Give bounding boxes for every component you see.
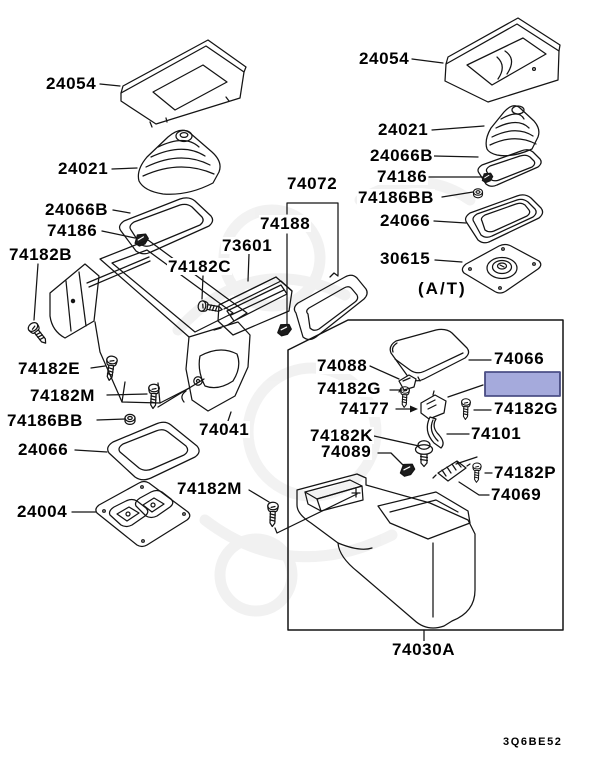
part-label-74101[interactable]: 74101 [470,424,523,443]
at-transmission-note: (A/T) [417,279,468,298]
screw-74182b-drawing [25,320,51,347]
screw-74182m-box-drawing [266,501,279,528]
lid-74066-drawing [389,328,470,382]
part-label-74182b[interactable]: 74182B [8,245,74,264]
console-mt-drawing [49,239,248,404]
clip-74089-drawing [397,461,417,478]
gasket-24066-at-drawing [464,194,544,244]
clip-74188-drawing [275,321,293,338]
bezel-74072-drawing [293,272,368,341]
part-label-74182g-left[interactable]: 74182G [316,379,383,398]
part-label-74069[interactable]: 74069 [490,485,543,504]
boot-24021-at-drawing [485,105,540,157]
part-label-24066-mt[interactable]: 24066 [17,440,70,459]
selected-part-highlight [484,371,561,397]
strap-74101-drawing [426,416,444,449]
diagram-code: 3Q6BE52 [502,736,564,748]
part-label-74177[interactable]: 74177 [338,399,391,418]
part-label-24021-mt[interactable]: 24021 [57,159,110,178]
part-label-74182m-box[interactable]: 74182M [176,479,244,498]
gasket-24066b-at-drawing [477,149,542,187]
part-label-74182g-right[interactable]: 74182G [493,399,560,418]
screw-74182p-drawing [471,462,482,484]
part-label-24021-at[interactable]: 24021 [377,120,430,139]
console-74030a-drawing [296,473,476,629]
part-label-24054-mt[interactable]: 24054 [45,74,98,93]
at-boot-30615-drawing [461,243,542,294]
part-label-74182e[interactable]: 74182E [17,359,82,378]
gasket-24066b-mt-drawing [118,197,214,255]
part-label-74182k[interactable]: 74182K [309,426,375,445]
screw-74182g-right-drawing [460,398,472,421]
part-label-74186bb-mt[interactable]: 74186BB [6,411,85,430]
boot-plate-24004-drawing [95,480,191,548]
part-label-24066b-mt[interactable]: 24066B [44,200,110,219]
part-label-74066[interactable]: 74066 [493,349,546,368]
part-label-24054-at[interactable]: 24054 [358,49,411,68]
gasket-24066-mt-drawing [107,421,200,481]
nut-74186bb-at-drawing [472,188,484,199]
latch-74177-drawing [420,390,447,420]
nut-74186bb-mt-drawing [124,413,136,426]
part-label-74188[interactable]: 74188 [259,214,312,233]
leader-lines [33,58,493,643]
part-label-74186bb-at[interactable]: 74186BB [357,188,436,207]
part-label-74182m-console[interactable]: 74182M [29,386,97,405]
part-label-74186-mt[interactable]: 74186 [46,221,99,240]
part-label-30615[interactable]: 30615 [379,249,432,268]
part-label-74089[interactable]: 74089 [320,442,373,461]
part-label-74186-at[interactable]: 74186 [376,167,429,186]
part-label-74041[interactable]: 74041 [198,420,251,439]
plate-24054-at-drawing [444,17,561,103]
pocket-73601-drawing [217,276,293,336]
detail-box-border [287,319,564,631]
selected-part-highlight-border [484,371,561,397]
part-label-73601[interactable]: 73601 [221,236,274,255]
striker-74069-drawing [432,460,471,482]
part-label-74030a[interactable]: 74030A [391,640,457,659]
part-label-24066-at[interactable]: 24066 [379,211,432,230]
boot-24021-mt-drawing [137,129,221,195]
part-label-74182p[interactable]: 74182P [493,463,558,482]
part-label-74072[interactable]: 74072 [286,174,339,193]
part-label-74182c[interactable]: 74182C [167,257,233,276]
part-label-24004[interactable]: 24004 [16,502,69,521]
plate-24054-mt-drawing [120,39,247,128]
part-label-74088[interactable]: 74088 [316,356,369,375]
armrest-lid-74041-drawing [181,321,251,412]
screw-74182k-drawing [414,440,434,468]
screw-74182m-console-drawing [147,383,161,410]
part-label-24066b-at[interactable]: 24066B [369,146,435,165]
